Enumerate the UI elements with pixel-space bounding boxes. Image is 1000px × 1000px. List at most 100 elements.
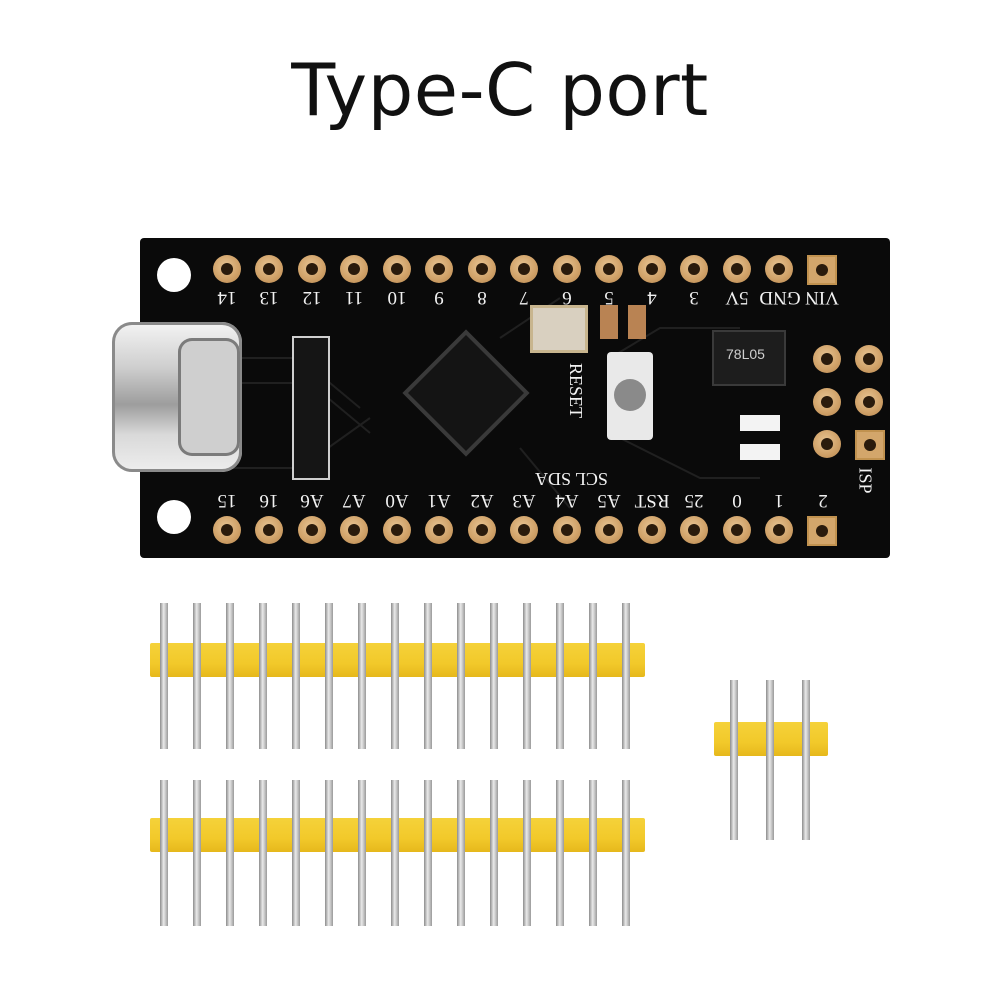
bottom-pin-pad [638,516,666,544]
header-pin [358,780,366,926]
header-pin [457,780,465,926]
header-pin [802,680,810,840]
reset-label: RESET [566,362,587,419]
header-pin [193,780,201,926]
bottom-pin-label: A1 [427,490,451,511]
bottom-pin-pad [383,516,411,544]
top-pin-pad [553,255,581,283]
top-pin-label: 3 [689,287,699,308]
header-pin [424,603,432,749]
top-pin-label: 8 [477,287,487,308]
header-pin [358,603,366,749]
isp-pin-pad-square [855,430,885,460]
bottom-pin-pad [595,516,623,544]
top-pin-pad [680,255,708,283]
top-pin-pad [425,255,453,283]
header-pin [259,780,267,926]
mounting-hole [157,258,191,292]
top-pin-pad [213,255,241,283]
isp-pin-pad [813,430,841,458]
header-pin [622,603,630,749]
top-pin-label: 7 [519,287,529,308]
pin-header-15 [150,603,645,749]
scl-sda-label: SCL SDA [535,469,608,489]
reset-button [607,352,653,440]
header-pin [622,780,630,926]
header-pin [160,780,168,926]
mounting-hole [157,500,191,534]
header-pin [766,680,774,840]
bottom-pin-label: 15 [217,490,237,511]
top-pin-label: 6 [562,287,572,308]
top-pin-pad-square [807,255,837,285]
top-pin-label: VIN [805,287,839,308]
top-pin-label: 12 [302,287,322,308]
header-pin [325,780,333,926]
header-pin [193,603,201,749]
top-pin-pad [298,255,326,283]
header-pin [457,603,465,749]
pin-header-15 [150,780,645,926]
header-pin [589,780,597,926]
bottom-pin-label: 25 [684,490,704,511]
top-pin-pad [765,255,793,283]
bottom-pin-pad [298,516,326,544]
bottom-pin-pad [765,516,793,544]
isp-pin-pad [855,388,883,416]
bottom-pin-label: A2 [470,490,494,511]
led [740,415,780,431]
bottom-pin-label: A7 [342,490,366,511]
bottom-pin-pad [255,516,283,544]
bottom-pin-label: A6 [300,490,324,511]
header-pin [589,603,597,749]
bottom-pin-label: RST [634,490,670,511]
header-pin [160,603,168,749]
pin-header-3 [714,680,828,840]
top-pin-pad [723,255,751,283]
isp-pin-pad [855,345,883,373]
usb-c-port-opening [178,338,240,456]
bottom-pin-pad [510,516,538,544]
regulator-label: 78L05 [726,346,765,362]
bottom-pin-label: 2 [818,490,828,511]
header-pin [730,680,738,840]
bottom-pin-label: 0 [732,490,742,511]
bottom-pin-pad [680,516,708,544]
bottom-pin-pad [340,516,368,544]
bottom-pin-label: A5 [597,490,621,511]
top-pin-pad [383,255,411,283]
top-pin-label: 5 [604,287,614,308]
led [740,444,780,460]
bottom-pin-pad [468,516,496,544]
header-pin [523,780,531,926]
top-pin-pad [595,255,623,283]
page-title: Type-C port [291,48,709,132]
top-pin-pad [638,255,666,283]
bottom-pin-pad [553,516,581,544]
isp-pin-pad [813,345,841,373]
bottom-pin-label: 16 [259,490,279,511]
top-pin-pad [340,255,368,283]
top-pin-label: 13 [259,287,279,308]
bottom-pin-pad [723,516,751,544]
top-pin-label: 10 [387,287,407,308]
top-pin-pad [510,255,538,283]
header-pin [226,603,234,749]
top-pin-pad [255,255,283,283]
top-pin-label: 9 [434,287,444,308]
top-pin-label: GND [759,287,801,308]
header-pin [490,780,498,926]
bottom-pin-pad [213,516,241,544]
capacitor [600,305,618,339]
top-pin-label: 5V [725,287,749,308]
reset-button-knob [614,379,646,411]
top-pin-label: 11 [344,287,364,308]
header-pin [292,603,300,749]
bottom-pin-pad [425,516,453,544]
isp-label: ISP [855,467,876,494]
header-pin [556,603,564,749]
crystal-oscillator [530,305,588,353]
top-pin-label: 4 [647,287,657,308]
header-pin [556,780,564,926]
bottom-pin-label: A0 [385,490,409,511]
